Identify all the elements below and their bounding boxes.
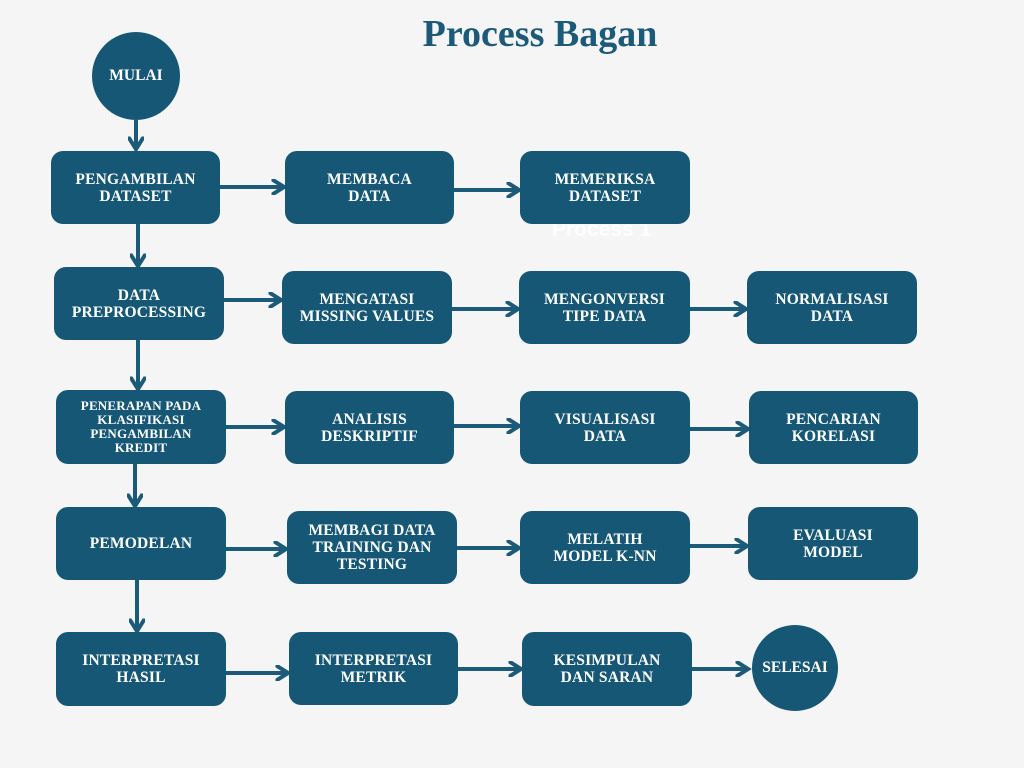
node-analisis-deskriptif: ANALISIS DESKRIPTIF bbox=[285, 391, 454, 464]
node-interpretasi-metrik: INTERPRETASI METRIK bbox=[289, 632, 458, 705]
node-pemodelan: PEMODELAN bbox=[56, 507, 226, 580]
page-title: Process Bagan bbox=[422, 13, 658, 55]
node-kesimpulan-saran: KESIMPULAN DAN SARAN bbox=[522, 632, 692, 706]
node-data-preprocessing: DATA PREPROCESSING bbox=[54, 267, 224, 340]
node-visualisasi-data: VISUALISASI DATA bbox=[520, 391, 690, 464]
node-melatih-model: MELATIH MODEL K-NN bbox=[520, 511, 690, 584]
node-mengatasi-missing-values: MENGATASI MISSING VALUES bbox=[282, 271, 452, 344]
node-evaluasi-model: EVALUASI MODEL bbox=[748, 507, 918, 580]
node-normalisasi-data: NORMALISASI DATA bbox=[747, 271, 917, 344]
node-pencarian-korelasi: PENCARIAN KORELASI bbox=[749, 391, 918, 464]
node-penerapan-klasifikasi: PENERAPAN PADA KLASIFIKASI PENGAMBILAN K… bbox=[56, 390, 226, 464]
node-membagi-data: MEMBAGI DATA TRAINING DAN TESTING bbox=[287, 511, 457, 584]
node-memeriksa-dataset: MEMERIKSA DATASET bbox=[520, 151, 690, 224]
node-mengonversi-tipe-data: MENGONVERSI TIPE DATA bbox=[519, 271, 690, 344]
node-membaca-data: MEMBACA DATA bbox=[285, 151, 454, 224]
start-node: MULAI bbox=[92, 32, 180, 120]
node-interpretasi-hasil: INTERPRETASI HASIL bbox=[56, 632, 226, 706]
node-pengambilan-dataset: PENGAMBILAN DATASET bbox=[51, 151, 220, 224]
end-node: SELESAI bbox=[752, 625, 838, 711]
